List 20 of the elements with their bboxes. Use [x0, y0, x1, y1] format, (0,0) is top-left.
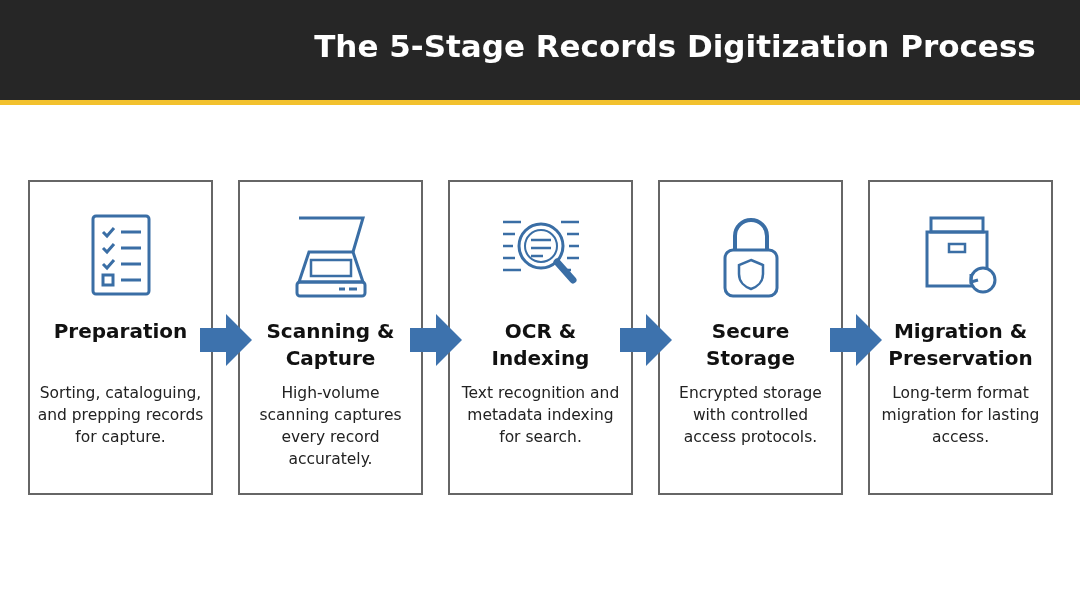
stage-card	[238, 180, 423, 495]
block-arrow	[410, 314, 462, 366]
title: The 5-Stage Records Digitization Process	[313, 28, 1037, 64]
stage-title: Secure Storage	[705, 318, 796, 372]
block-arrow	[200, 314, 252, 366]
stage-card	[448, 180, 633, 495]
stage-description: Encrypted storage with controlled access protocols.	[678, 383, 823, 448]
stage-title: Scanning & Capture	[265, 318, 396, 372]
stage-title: Migration & Preservation	[887, 318, 1034, 372]
stage-description: Sorting, cataloguing, and prepping records for capture.	[36, 383, 205, 448]
block-arrow	[830, 314, 882, 366]
stage-title: OCR & Indexing	[490, 318, 591, 372]
stage-card	[28, 180, 213, 495]
stage-description: High-volume scanning captures every record accurately.	[258, 383, 403, 470]
block-arrow	[620, 314, 672, 366]
stage-description: Text recognition and metadata indexing for search.	[460, 383, 621, 448]
stage-description: Long-term format migration for lasting access.	[880, 383, 1041, 448]
stage-card	[868, 180, 1053, 495]
stage-card	[658, 180, 843, 495]
stage-title: Preparation	[52, 318, 189, 345]
